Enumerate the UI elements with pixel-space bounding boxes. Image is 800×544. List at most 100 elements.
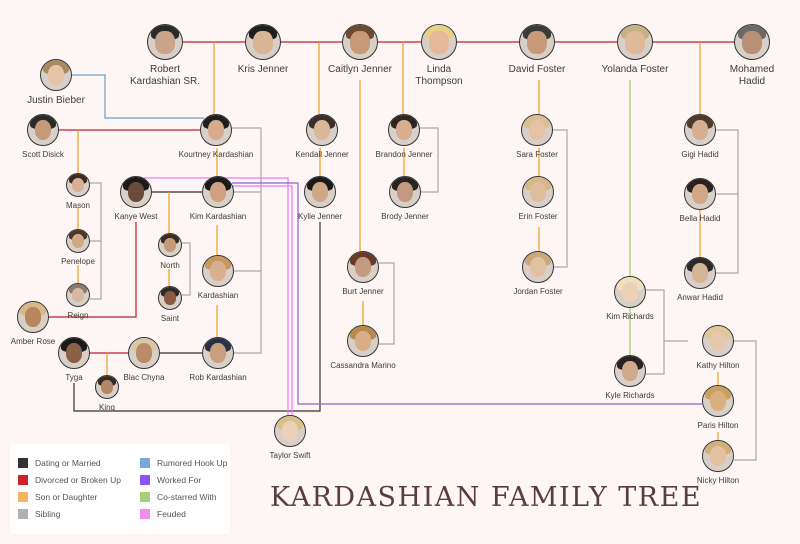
avatar <box>306 114 338 146</box>
person-name: Kylie Jenner <box>297 212 343 221</box>
avatar-face <box>209 261 227 282</box>
legend-item-divorced: Divorced or Broken Up <box>18 475 121 485</box>
person-name: Nicky Hilton <box>696 476 740 485</box>
avatar-face <box>127 182 145 203</box>
avatar-face <box>155 31 175 54</box>
person-name: Kourtney Kardashian <box>178 150 254 159</box>
person-name: Kathy Hilton <box>696 361 740 370</box>
avatar <box>202 176 234 208</box>
person-name: Rob Kardashian <box>189 373 247 382</box>
person-name: Kris Jenner <box>237 64 289 75</box>
avatar-face <box>429 31 449 54</box>
legend-item-costarred: Co-starred With <box>140 492 217 502</box>
person-name: Sara Foster <box>516 150 558 159</box>
avatar-face <box>209 182 227 203</box>
avatar <box>521 114 553 146</box>
avatar-face <box>100 379 114 395</box>
avatar <box>158 233 182 257</box>
avatar-face <box>163 237 177 253</box>
legend-swatch <box>18 509 28 519</box>
avatar <box>342 24 378 60</box>
avatar-face <box>621 282 639 303</box>
avatar <box>702 325 734 357</box>
person-name: Jordan Foster <box>513 287 563 296</box>
avatar-face <box>47 65 65 86</box>
person-name: Kanye West <box>114 212 158 221</box>
legend-label: Co-starred With <box>157 492 217 502</box>
avatar <box>684 114 716 146</box>
person-name: Reign <box>67 311 89 320</box>
legend-item-dating: Dating or Married <box>18 458 101 468</box>
avatar-face <box>691 120 709 141</box>
avatar <box>614 355 646 387</box>
avatar <box>617 24 653 60</box>
person-name: Bella Hadid <box>679 214 721 223</box>
avatar <box>522 251 554 283</box>
avatar-face <box>396 182 414 203</box>
avatar-face <box>34 120 52 141</box>
avatar <box>66 173 90 197</box>
avatar <box>389 176 421 208</box>
avatar <box>274 415 306 447</box>
legend-swatch <box>140 509 150 519</box>
person-name: Taylor Swift <box>269 451 311 460</box>
avatar-face <box>311 182 329 203</box>
avatar <box>58 337 90 369</box>
avatar-face <box>527 31 547 54</box>
avatar-face <box>24 307 42 328</box>
person-name: Brandon Jenner <box>375 150 433 159</box>
avatar-face <box>528 120 546 141</box>
legend-swatch <box>140 458 150 468</box>
legend-label: Rumored Hook Up <box>157 458 228 468</box>
avatar <box>388 114 420 146</box>
legend-swatch <box>18 475 28 485</box>
divorced-line-kanye-amber <box>49 222 137 318</box>
legend-swatch <box>140 492 150 502</box>
legend-label: Dating or Married <box>35 458 101 468</box>
avatar <box>66 283 90 307</box>
legend-item-child: Son or Daughter <box>18 492 97 502</box>
person-name: Kardashian <box>197 291 239 300</box>
child-lines <box>77 42 719 440</box>
avatar <box>202 337 234 369</box>
avatar <box>421 24 457 60</box>
avatar <box>245 24 281 60</box>
avatar <box>200 114 232 146</box>
avatar-face <box>529 257 547 278</box>
person-name: Mason <box>65 201 91 210</box>
avatar <box>734 24 770 60</box>
legend-item-sibling: Sibling <box>18 509 61 519</box>
avatar <box>95 375 119 399</box>
person-name: Penelope <box>61 257 95 266</box>
person-name: Justin Bieber <box>27 95 85 106</box>
avatar-face <box>163 290 177 306</box>
avatar <box>684 178 716 210</box>
avatar <box>614 276 646 308</box>
person-name: Paris Hilton <box>697 421 739 430</box>
person-name: Cassandra Marino <box>330 361 396 370</box>
legend-swatch <box>18 458 28 468</box>
legend: Dating or Married Divorced or Broken Up … <box>10 444 230 534</box>
legend-label: Son or Daughter <box>35 492 98 502</box>
avatar <box>120 176 152 208</box>
sibling-lines <box>90 127 757 461</box>
legend-swatch <box>18 492 28 502</box>
person-name: Kim Richards <box>606 312 654 321</box>
person-name: Erin Foster <box>518 212 558 221</box>
person-name: Burt Jenner <box>342 287 384 296</box>
avatar <box>147 24 183 60</box>
avatar <box>202 255 234 287</box>
person-name: David Foster <box>508 64 566 75</box>
legend-item-feuded: Feuded <box>140 509 186 519</box>
person-name: King <box>98 403 116 412</box>
legend-item-rumored: Rumored Hook Up <box>140 458 227 468</box>
legend-swatch <box>140 475 150 485</box>
avatar-face <box>253 31 273 54</box>
avatar <box>519 24 555 60</box>
avatar-face <box>621 361 639 382</box>
avatar-face <box>709 446 727 467</box>
person-name: Blac Chyna <box>123 373 165 382</box>
avatar-face <box>742 31 762 54</box>
